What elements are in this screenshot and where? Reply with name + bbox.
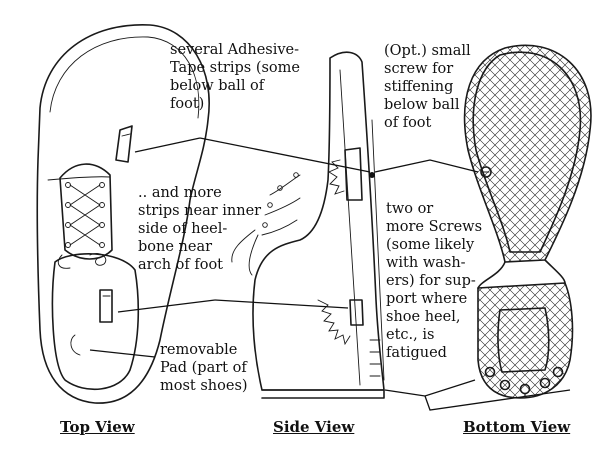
top-view-eyelets xyxy=(65,182,105,248)
removable-pad-label: removable Pad (part of most shoes) xyxy=(160,342,248,394)
more-strips-label: .. and more strips near inner side of he… xyxy=(138,185,262,273)
screws-label: two or more Screws (some likely with was… xyxy=(386,201,483,361)
side-view-screws xyxy=(369,339,381,377)
optional-screw-label: (Opt.) small screw for stiffening below … xyxy=(384,43,471,131)
top-view-shoe xyxy=(36,24,210,404)
top-view-title: Top View xyxy=(60,418,135,436)
bottom-view-screws xyxy=(484,366,564,395)
side-view-eyelets xyxy=(262,172,299,228)
side-view-shoe xyxy=(231,51,385,399)
pointer-lines xyxy=(89,137,571,411)
adhesive-strips-label: several Adhesive- Tape strips (some belo… xyxy=(170,42,300,112)
bottom-view-title: Bottom View xyxy=(463,418,571,436)
side-view-title: Side View xyxy=(273,418,355,436)
